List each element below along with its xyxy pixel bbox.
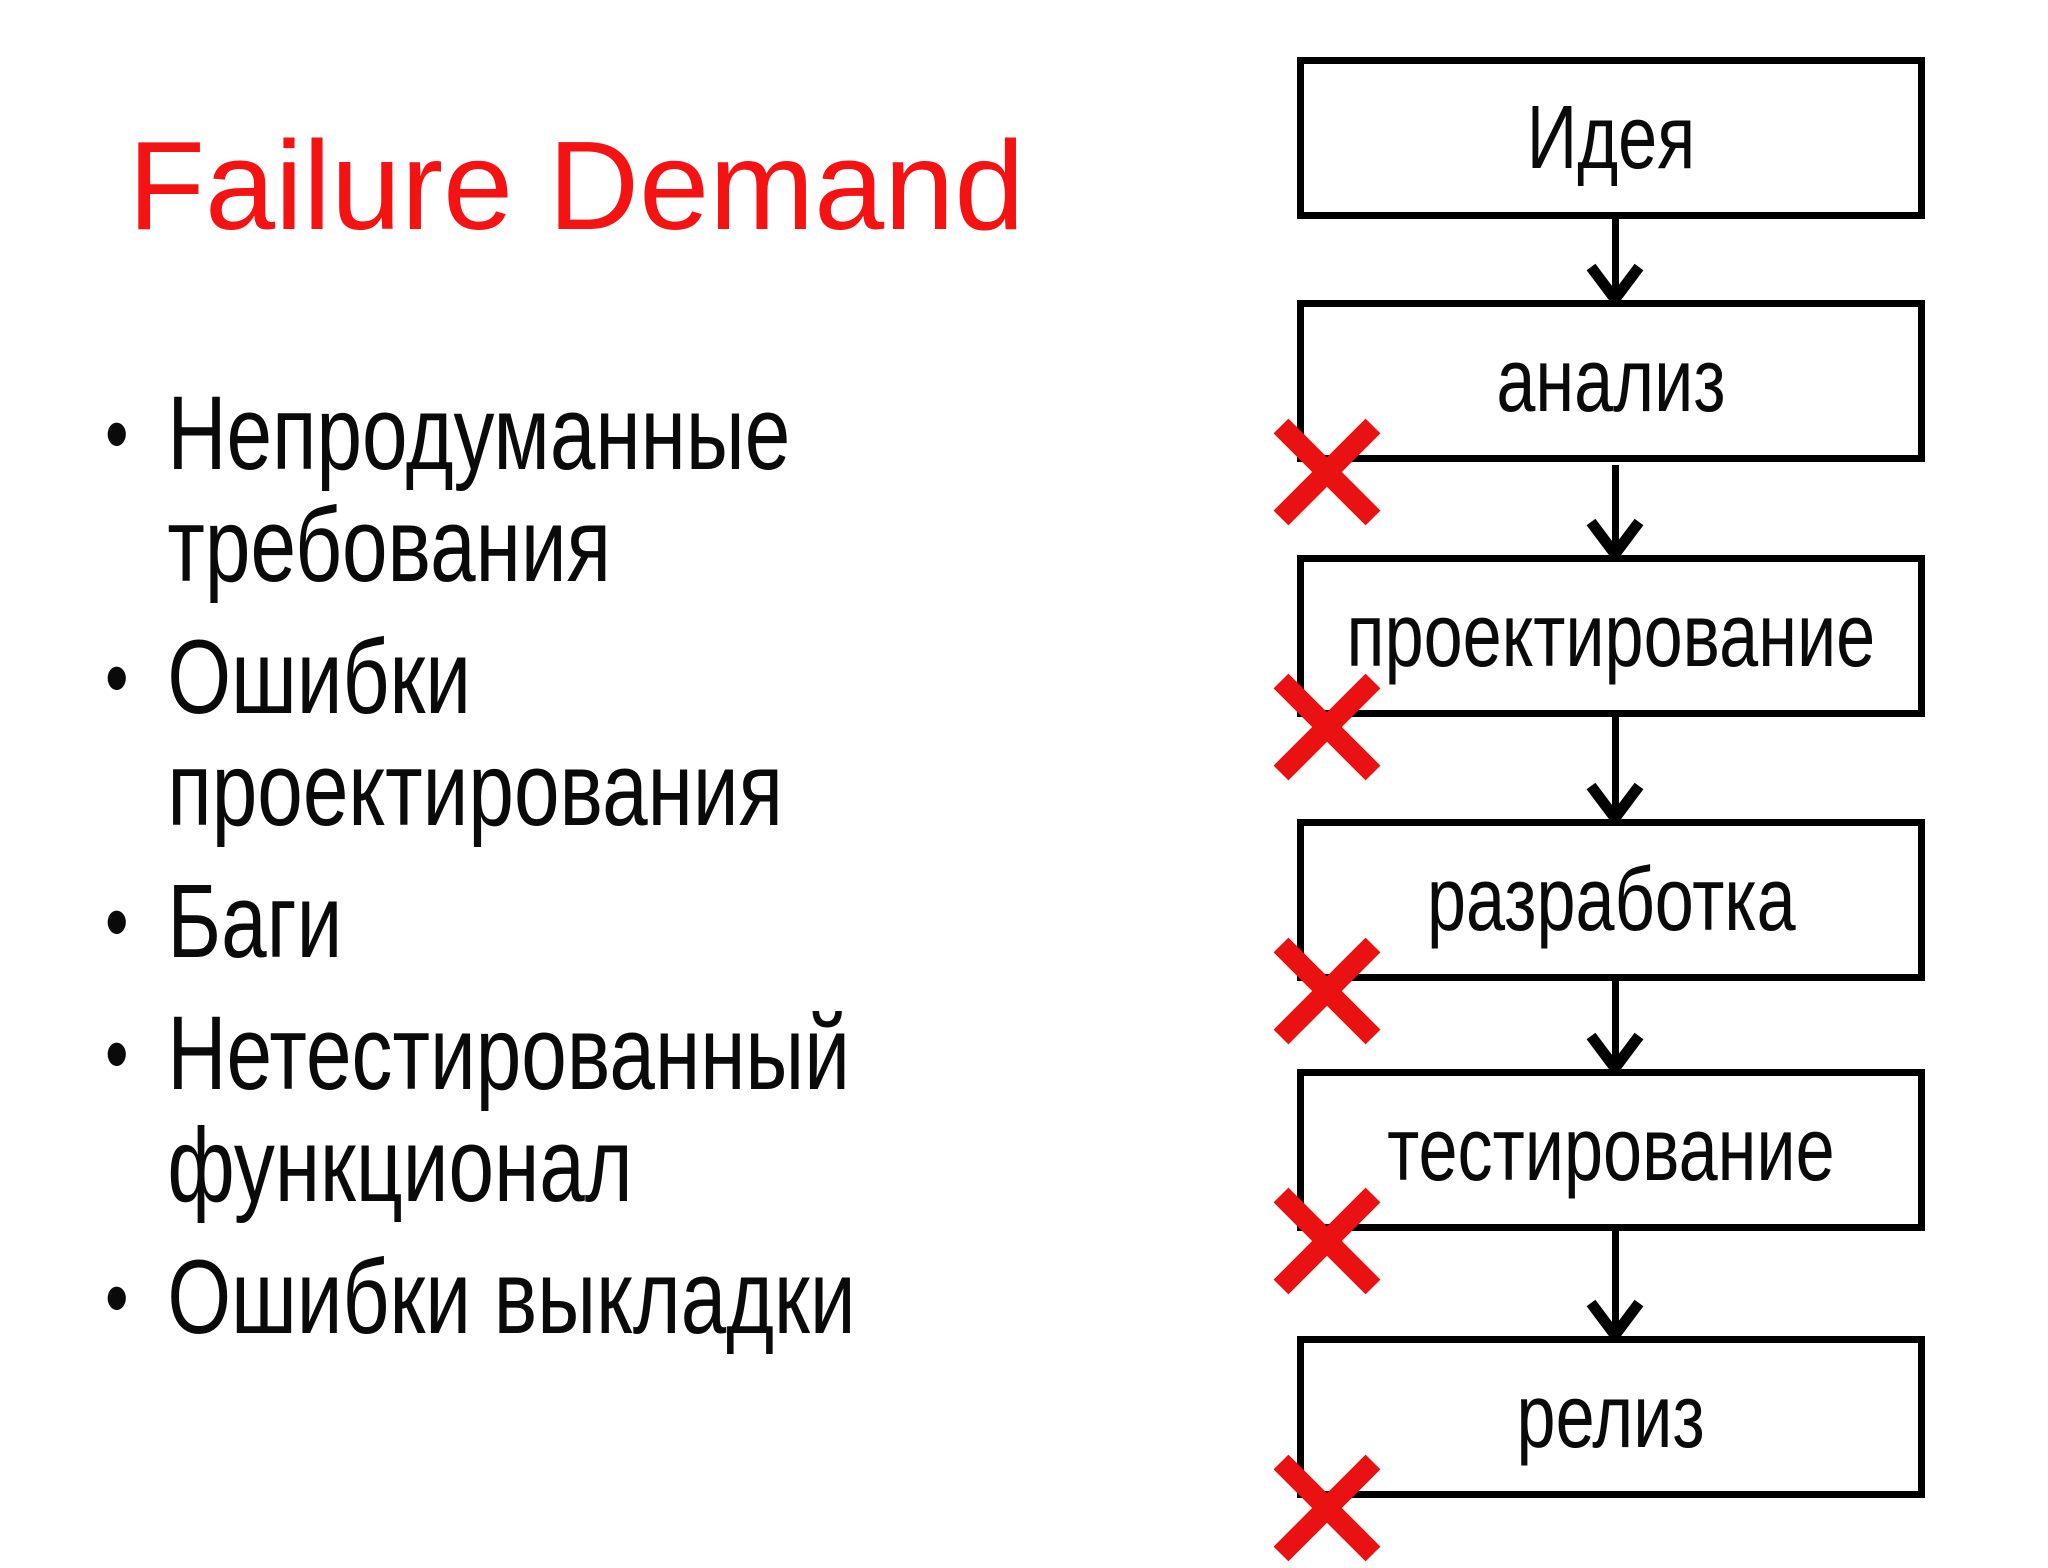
bullet-item: • Непродуманные требования	[105, 378, 924, 602]
bullet-item: • Баги	[105, 866, 924, 978]
bullet-text: Непродуманные требования	[167, 375, 791, 604]
flow-step-label: релиз	[1516, 1367, 1706, 1467]
flowchart: Идея анализ проектирование разработка те…	[1272, 57, 1925, 1562]
bullet-dot-icon: •	[105, 874, 129, 970]
bullet-text: Нетестированный функционал	[167, 995, 851, 1224]
bullet-text: Баги	[167, 863, 343, 980]
flow-step-design: проектирование	[1297, 555, 1925, 717]
x-mark-icon	[1272, 672, 1382, 782]
arrow-down-icon	[1584, 981, 1646, 1071]
bullet-item: • Ошибки выкладки	[105, 1242, 924, 1354]
flow-step-analysis: анализ	[1297, 300, 1925, 462]
x-mark-icon	[1272, 417, 1382, 527]
x-mark-icon	[1272, 1186, 1382, 1296]
slide-title: Failure Demand	[128, 115, 1025, 256]
flow-step-idea: Идея	[1297, 57, 1925, 219]
x-mark-icon	[1272, 1453, 1382, 1563]
bullet-list: • Непродуманные требования • Ошибки прое…	[105, 378, 924, 1374]
arrow-down-icon	[1584, 717, 1646, 821]
flow-step-label: разработка	[1426, 850, 1796, 950]
bullet-text: Ошибки проектирования	[167, 619, 783, 848]
bullet-dot-icon: •	[105, 1250, 129, 1346]
bullet-dot-icon: •	[105, 630, 129, 726]
bullet-dot-icon: •	[105, 386, 129, 482]
flow-step-release: релиз	[1297, 1336, 1925, 1498]
flow-step-label: тестирование	[1387, 1100, 1835, 1200]
x-mark-icon	[1272, 936, 1382, 1046]
flow-step-development: разработка	[1297, 819, 1925, 981]
arrow-down-icon	[1584, 1231, 1646, 1338]
flow-step-testing: тестирование	[1297, 1069, 1925, 1231]
flow-step-label: Идея	[1526, 88, 1696, 188]
arrow-down-icon	[1584, 465, 1646, 557]
bullet-item: • Нетестированный функционал	[105, 998, 924, 1222]
bullet-dot-icon: •	[105, 1006, 129, 1102]
arrow-down-icon	[1584, 219, 1646, 302]
flow-step-label: проектирование	[1346, 586, 1876, 686]
flow-step-label: анализ	[1496, 331, 1726, 431]
bullet-item: • Ошибки проектирования	[105, 622, 924, 846]
bullet-text: Ошибки выкладки	[167, 1239, 856, 1356]
